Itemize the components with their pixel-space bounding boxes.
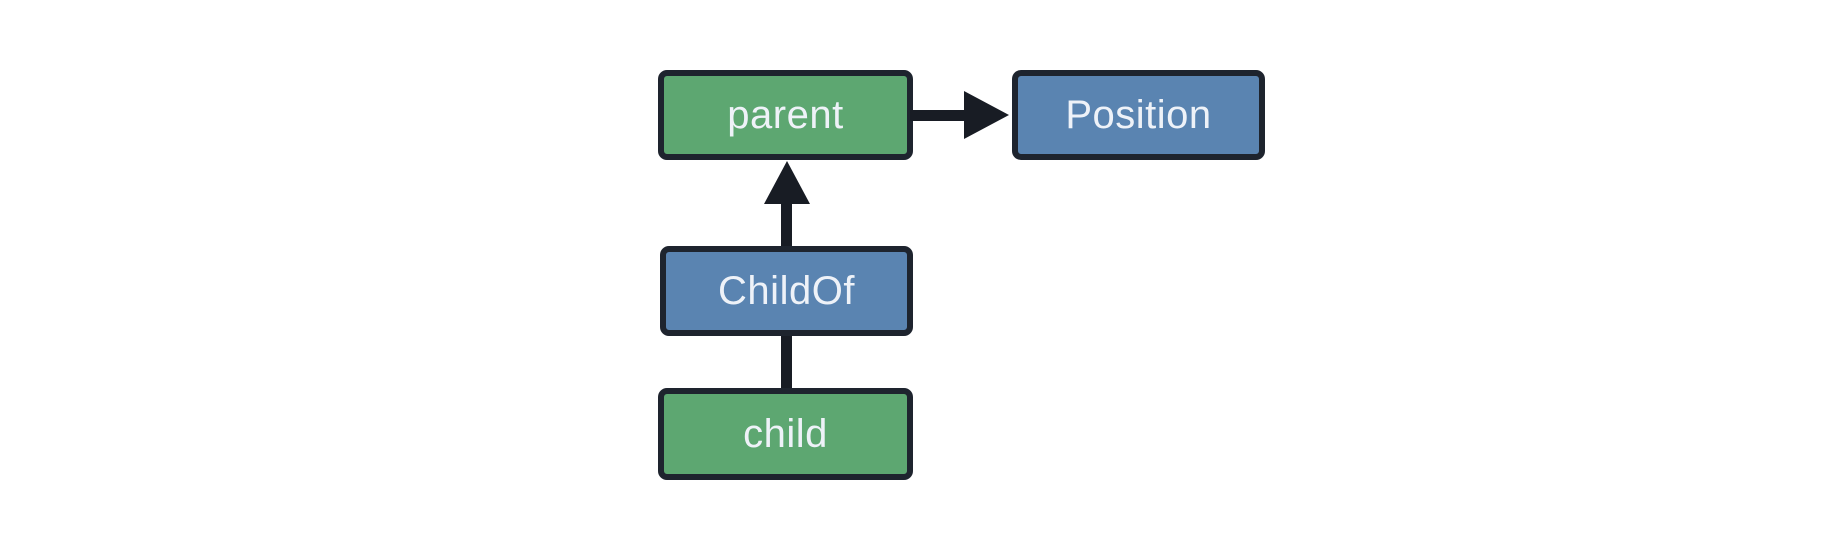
node-childof-label: ChildOf [718,269,855,313]
node-child-label: child [743,412,828,456]
node-parent-label: parent [727,93,844,137]
node-child: child [658,388,913,480]
node-position: Position [1012,70,1265,160]
node-parent: parent [658,70,913,160]
node-childof: ChildOf [660,246,913,336]
edge-childof-parent-line [781,202,792,246]
edge-child-childof-line [781,336,792,388]
edge-parent-position-line [910,110,966,121]
edge-childof-parent-arrowhead-up-icon [764,161,810,204]
node-position-label: Position [1065,93,1212,137]
edge-parent-position-arrowhead-right-icon [964,91,1009,139]
